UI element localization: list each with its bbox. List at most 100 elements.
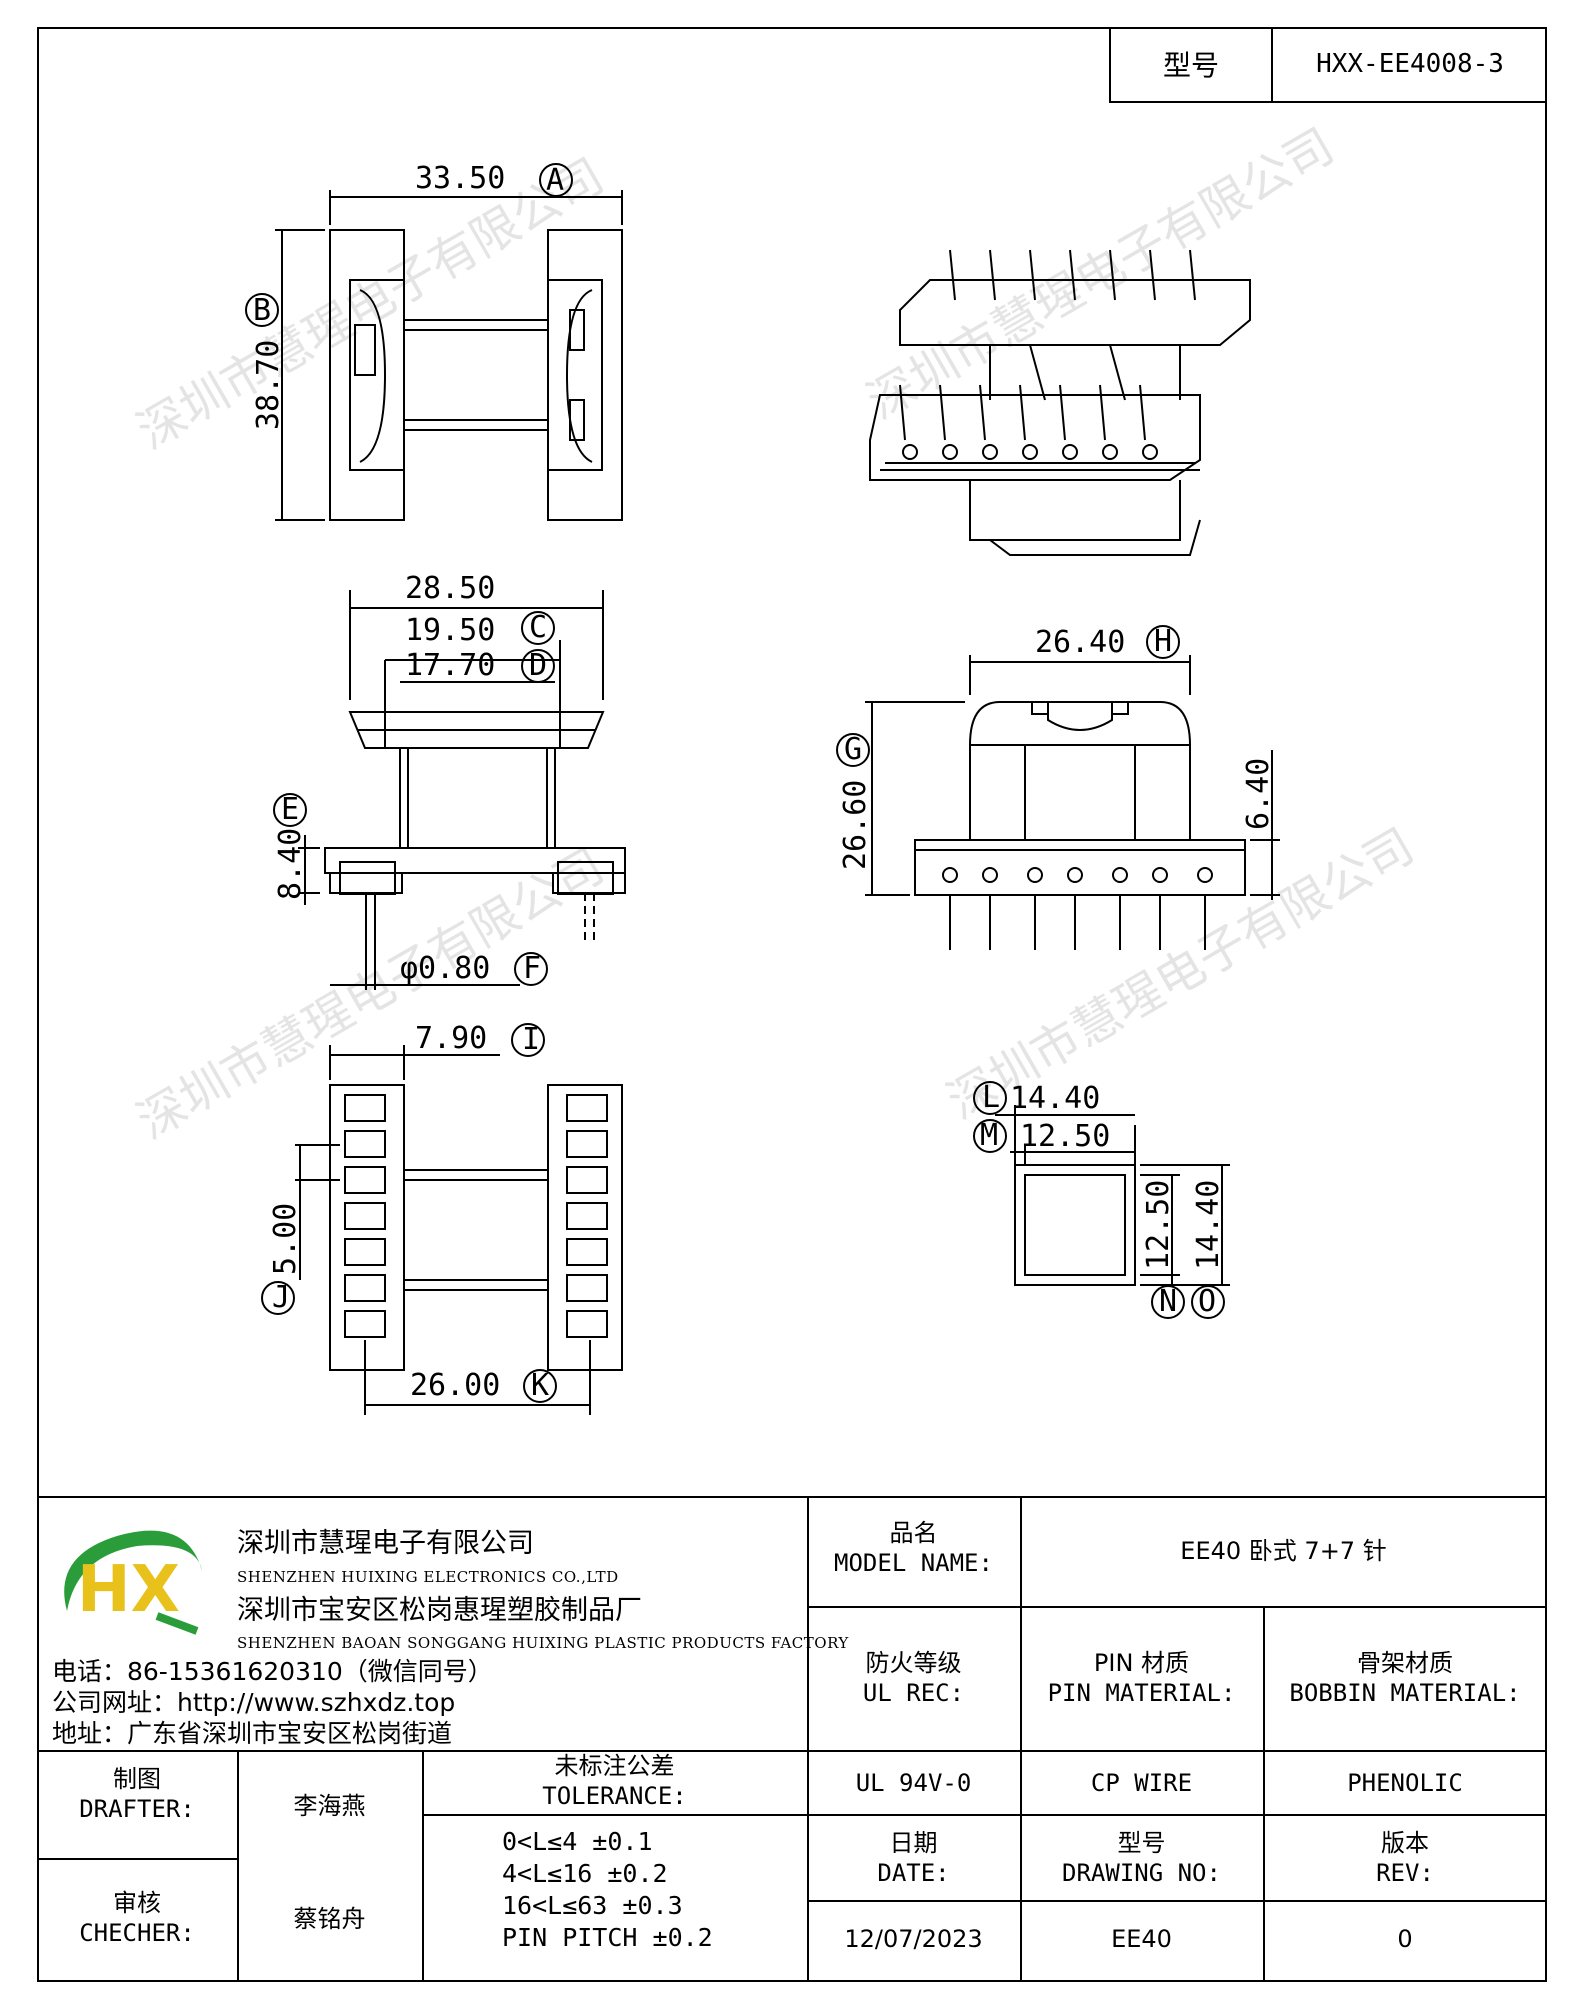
dim-k-value: 26.00 [410,1368,500,1403]
dim-k-letter: K [531,1368,549,1403]
model-name-label: 品名 MODEL NAME: [807,1518,1020,1578]
company-name-en-1: SHENZHEN HUIXING ELECTRONICS CO.,LTD [237,1568,619,1586]
date-label: 日期 DATE: [807,1828,1020,1888]
company-name-cn-1: 深圳市慧瑆电子有限公司 [237,1528,534,1559]
dim-d-letter: D [529,648,547,683]
tolerance-label-en: TOLERANCE: [542,1782,687,1810]
dim-o-letter: O [1198,1284,1216,1319]
tb-hline-a [807,1606,1547,1608]
tb-vline-c [1263,1606,1265,1982]
dim-h-value: 26.40 [1035,625,1125,660]
dim-l-letter: L [982,1080,1000,1115]
bottom-pin-slots [344,1094,608,1338]
ul-rec-label-cn: 防火等级 [865,1649,962,1677]
drawing-no-label: 型号 DRAWING NO: [1020,1828,1263,1888]
tolerance-list: 0<L≤4 ±0.1 4<L≤16 ±0.2 16<L≤63 ±0.3 PIN … [502,1826,713,1954]
drafter-label-en: DRAFTER: [79,1795,195,1823]
dim-f-value: φ0.80 [400,951,490,986]
drawing-no-value: EE40 [1111,1925,1172,1953]
watermark-group: 深圳市慧瑆电子有限公司 深圳市慧瑆电子有限公司 深圳市慧瑆电子有限公司 深圳市慧… [128,118,1423,1151]
drafter-label-cn: 制图 [113,1765,161,1793]
iso-pins-front [899,384,1158,460]
dim-i-value: 7.90 [415,1021,487,1056]
tolerance-label: 未标注公差 TOLERANCE: [422,1751,807,1811]
dim-e-value: 8.40 [273,828,308,900]
tb-hline-d [807,1900,1547,1902]
bobbin-material-label-en: BOBBIN MATERIAL: [1289,1679,1521,1707]
dim-c-letter: C [529,610,547,645]
model-number-label: 型号 [1111,27,1273,101]
tolerance-line-4: PIN PITCH ±0.2 [502,1923,713,1952]
date-label-cn: 日期 [889,1829,938,1857]
dim-j-letter: J [272,1280,290,1315]
tb-hline-e [37,1858,237,1860]
company-address: 地址：广东省深圳市宝安区松岗街道 [52,1719,453,1748]
dim-g-value: 26.60 [838,780,873,870]
model-name-label-cn: 品名 [889,1519,938,1547]
dim-n-value: 12.50 [1141,1180,1176,1270]
dim-m-letter: M [980,1118,998,1153]
dim-n-letter: N [1159,1284,1177,1319]
pin-material-label: PIN 材质 PIN MATERIAL: [1020,1648,1263,1708]
drawing-no-label-cn: 型号 [1117,1829,1166,1857]
iso-pins-back [949,249,1196,301]
dim-c-value: 19.50 [405,613,495,648]
tb-hline-f [422,1814,807,1816]
top-view: 33.50 A B 38.70 [245,161,623,521]
ul-rec-label: 防火等级 UL REC: [807,1648,1020,1708]
bobbin-material-label: 骨架材质 BOBBIN MATERIAL: [1263,1648,1547,1708]
dim-h-letter: H [1154,624,1172,659]
bobbin-material-value: PHENOLIC [1347,1769,1463,1797]
model-number-box: 型号 HXX-EE4008-3 [1109,27,1547,103]
model-name-value: EE40 卧式 7+7 针 [1180,1537,1387,1565]
drawing-frame [37,27,1547,1982]
dim-f-letter: F [523,951,541,986]
isometric-view [869,249,1251,556]
tolerance-line-2: 4<L≤16 ±0.2 [502,1859,668,1888]
side-view: 26.40 H G 26.60 6.40 [836,624,1280,950]
checker-value: 蔡铭舟 [293,1905,366,1933]
company-website: 公司网址：http://www.szhxdz.top [52,1688,456,1717]
pin-material-value: CP WIRE [1090,1769,1193,1797]
dim-l-value: 14.40 [1010,1081,1100,1116]
watermark-1: 深圳市慧瑆电子有限公司 [128,148,613,461]
watermark-3: 深圳市慧瑆电子有限公司 [128,838,613,1151]
watermark-2: 深圳市慧瑆电子有限公司 [858,118,1343,431]
tb-vline-b [1020,1496,1022,1982]
dim-i-letter: I [522,1022,540,1057]
checker-label-en: CHECHER: [79,1919,195,1947]
dim-a-letter: A [546,163,564,198]
tolerance-line-1: 0<L≤4 ±0.1 [502,1827,653,1856]
front-view: 28.50 19.50 C 17.70 D E 8.40 φ0.80 F [273,571,626,990]
company-logo: HX [64,1530,202,1635]
technical-drawing: 深圳市慧瑆电子有限公司 深圳市慧瑆电子有限公司 深圳市慧瑆电子有限公司 深圳市慧… [128,118,1423,1415]
tolerance-line-3: 16<L≤63 ±0.3 [502,1891,683,1920]
drafter-value: 李海燕 [293,1792,366,1820]
pin-material-label-cn: PIN 材质 [1093,1649,1190,1677]
tb-hline-b [37,1750,1547,1752]
drawing-no-label-en: DRAWING NO: [1062,1859,1221,1887]
tolerance-label-cn: 未标注公差 [554,1752,675,1780]
dim-e-letter: E [281,792,299,827]
ul-rec-value: UL 94V-0 [855,1769,972,1797]
dim-b-value: 38.70 [251,340,286,430]
bottom-view: 7.90 I 5.00 J 26.00 K [261,1021,623,1415]
date-value: 12/07/2023 [844,1925,983,1953]
side-pins [942,867,1213,950]
company-phone: 电话：86-15361620310（微信同号） [52,1657,493,1686]
tb-top-border [37,1496,1547,1498]
rev-value: 0 [1397,1925,1413,1953]
rev-label-en: REV: [1376,1859,1434,1887]
tb-hline-c [807,1814,1547,1816]
dim-o-value: 14.40 [1191,1180,1226,1270]
tb-vline-e [422,1750,424,1982]
rev-label-cn: 版本 [1381,1829,1429,1857]
checker-label: 审核 CHECHER: [37,1888,237,1948]
dim-top-width-value: 28.50 [405,571,495,606]
company-name-en-2: SHENZHEN BAOAN SONGGANG HUIXING PLASTIC … [237,1634,849,1652]
checker-label-cn: 审核 [113,1889,161,1917]
dim-g-letter: G [844,732,862,767]
dim-side-h-value: 6.40 [1241,758,1276,830]
dim-d-value: 17.70 [405,648,495,683]
dim-m-value: 12.50 [1020,1119,1110,1154]
